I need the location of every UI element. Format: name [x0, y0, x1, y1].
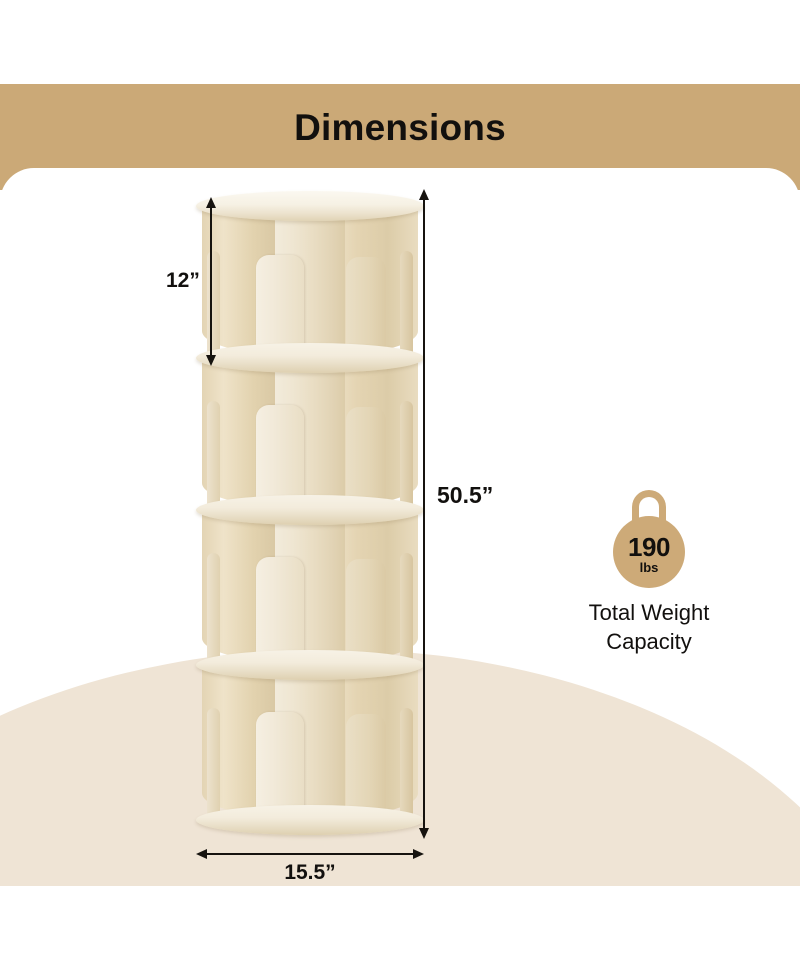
shelf-board-1	[196, 343, 424, 373]
divider-front-right	[346, 559, 386, 664]
divider-left	[207, 401, 220, 509]
shelf-board-2	[196, 495, 424, 525]
divider-front-right	[346, 714, 386, 819]
content-card: 12” 50.5” 15.5” 190 lbs Total Weigh	[0, 168, 800, 977]
capacity-caption-line2: Capacity	[606, 629, 692, 654]
shelf-tier-3	[196, 509, 424, 664]
capacity-caption: Total Weight Capacity	[545, 598, 753, 656]
dimension-label-tier-height: 12”	[166, 269, 200, 292]
dimension-line	[423, 198, 425, 830]
divider-right	[400, 553, 413, 664]
shelf-board-top	[196, 191, 424, 221]
arrow-head-down	[419, 828, 429, 839]
capacity-caption-line1: Total Weight	[588, 600, 710, 625]
divider-front-left	[256, 405, 304, 509]
arrow-head-up	[206, 197, 216, 208]
divider-front-right	[346, 257, 386, 357]
divider-front-left	[256, 712, 304, 819]
dimension-label-base-width: 15.5”	[284, 861, 336, 884]
divider-left	[207, 553, 220, 664]
page-title: Dimensions	[294, 107, 506, 148]
divider-left	[207, 251, 220, 357]
dimension-line	[210, 205, 212, 357]
arrow-head-right	[413, 849, 424, 859]
weight-handle	[632, 490, 666, 530]
weight-unit: lbs	[639, 560, 659, 575]
arrow-head-down	[206, 355, 216, 366]
shelf-board-4	[196, 805, 424, 835]
divider-left	[207, 708, 220, 819]
shelf-tier-1	[196, 205, 424, 357]
arrow-head-left	[196, 849, 207, 859]
divider-front-left	[256, 557, 304, 664]
dimension-label-total-height: 50.5”	[437, 482, 494, 508]
dimension-line	[206, 853, 414, 855]
weight-capacity-block: 190 lbs Total Weight Capacity	[545, 490, 753, 656]
shelf-board-3	[196, 650, 424, 680]
divider-right	[400, 401, 413, 509]
kettlebell-weight-icon: 190 lbs	[609, 490, 689, 588]
weight-value: 190	[628, 532, 670, 562]
divider-front-right	[346, 407, 386, 509]
arrow-head-up	[419, 189, 429, 200]
shelf-tier-2	[196, 357, 424, 509]
divider-right	[400, 251, 413, 357]
divider-right	[400, 708, 413, 819]
rotating-bookshelf-illustration	[196, 185, 424, 977]
divider-front-left	[256, 255, 304, 357]
weight-ball	[613, 516, 685, 588]
shelf-tier-4	[196, 664, 424, 819]
